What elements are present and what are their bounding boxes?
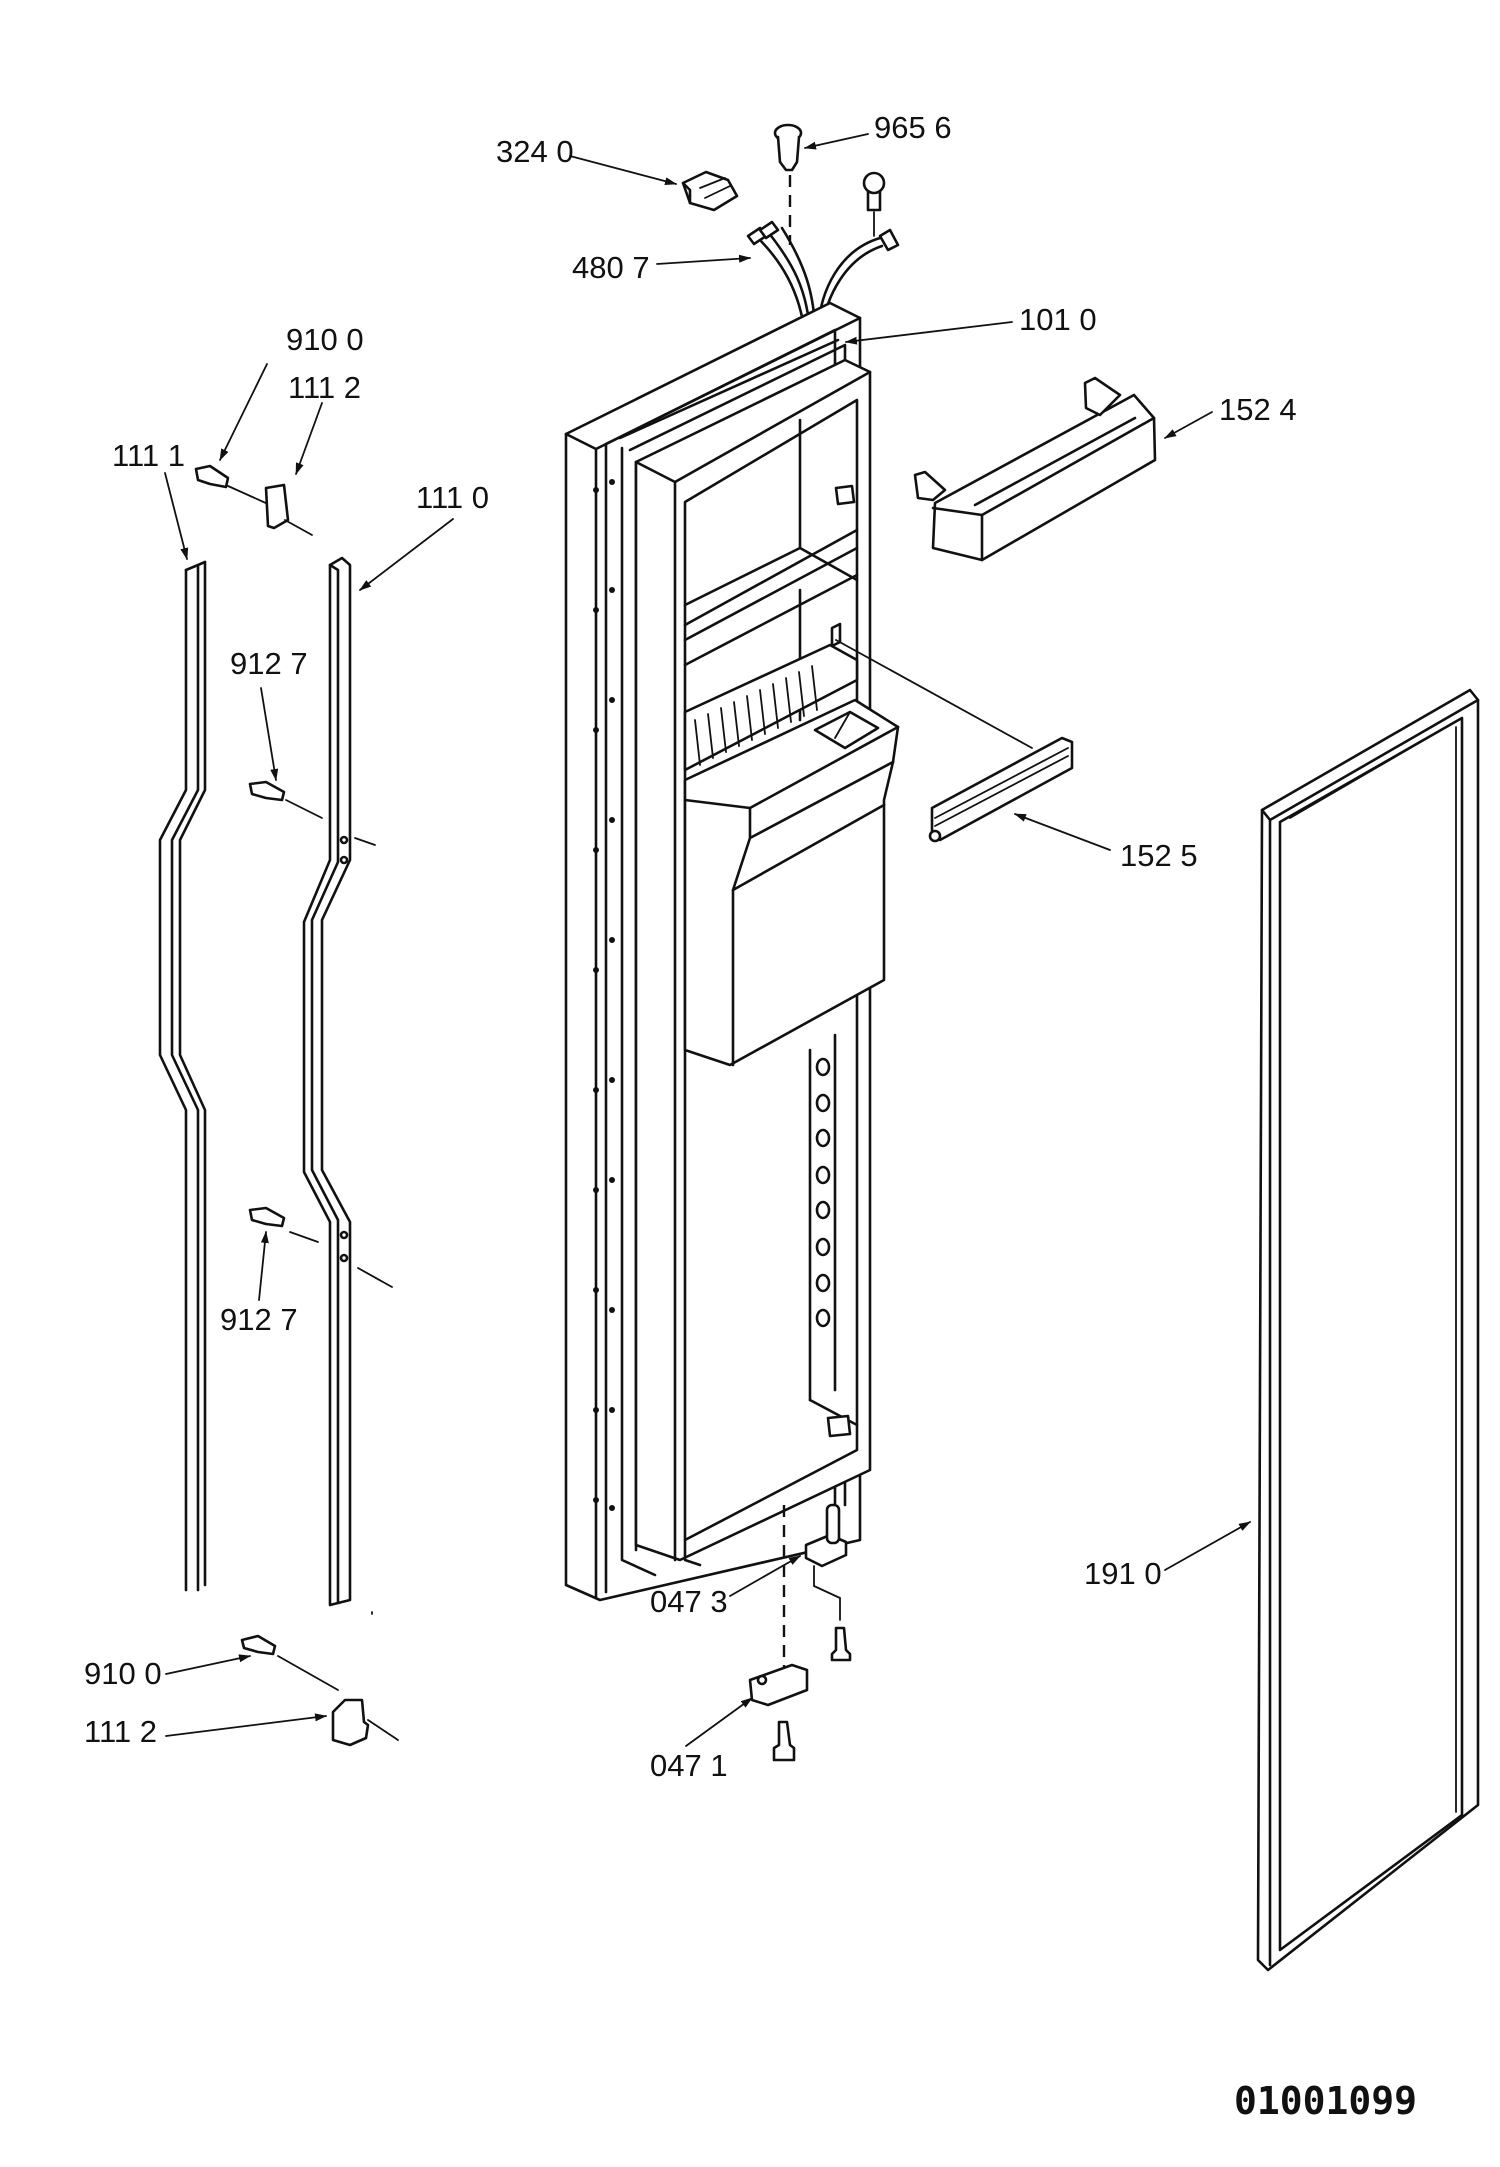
callout-101-0: 101 0 [1019,302,1097,337]
upper-handle-screw-part [248,780,323,819]
ice-grate [683,643,859,772]
top-screw-part [194,464,269,505]
connector-part [681,170,739,212]
lower-handle-screw-part [248,1206,319,1243]
door-assembly-part [564,301,900,1602]
callout-912-7-lower: 912 7 [220,1302,298,1337]
callout-111-1: 111 1 [112,438,185,473]
callout-965-6: 965 6 [874,110,952,145]
callout-910-0-top: 910 0 [286,322,364,357]
callout-912-7-upper: 912 7 [230,646,308,681]
shelf-holes [815,1057,831,1328]
bottom-screw-part [240,1634,339,1691]
edge-screws [593,479,615,1511]
door-gasket-part [1256,688,1480,1972]
callout-191-0: 191 0 [1084,1556,1162,1591]
light-switch-part [773,123,803,245]
door-bin-part [913,376,1157,562]
hinge-block-part [748,1663,809,1762]
callout-111-2-top: 111 2 [288,370,361,405]
callout-152-4: 152 4 [1219,392,1297,427]
drawing-number: 01001099 [1234,2079,1417,2123]
leader-lines [164,133,1251,1747]
dispenser-housing [683,698,900,1067]
callout-111-2-bottom: 111 2 [84,1714,157,1749]
callout-480-7: 480 7 [572,250,650,285]
callout-047-1: 047 1 [650,1748,728,1783]
callout-047-3: 047 3 [650,1584,728,1619]
bottom-cap-part [331,1698,399,1747]
shelf-rail-part [835,639,1074,843]
hinge-pin-bracket-part [804,1503,852,1662]
callout-324-0: 324 0 [496,134,574,169]
callout-111-0: 111 0 [416,480,489,515]
ground-screw-part [862,171,886,237]
top-cap-part [264,483,313,536]
handle-part [302,556,393,1615]
callout-910-0-bottom: 910 0 [84,1656,162,1691]
callout-152-5: 152 5 [1120,838,1198,873]
handle-trim-part [158,560,207,1592]
